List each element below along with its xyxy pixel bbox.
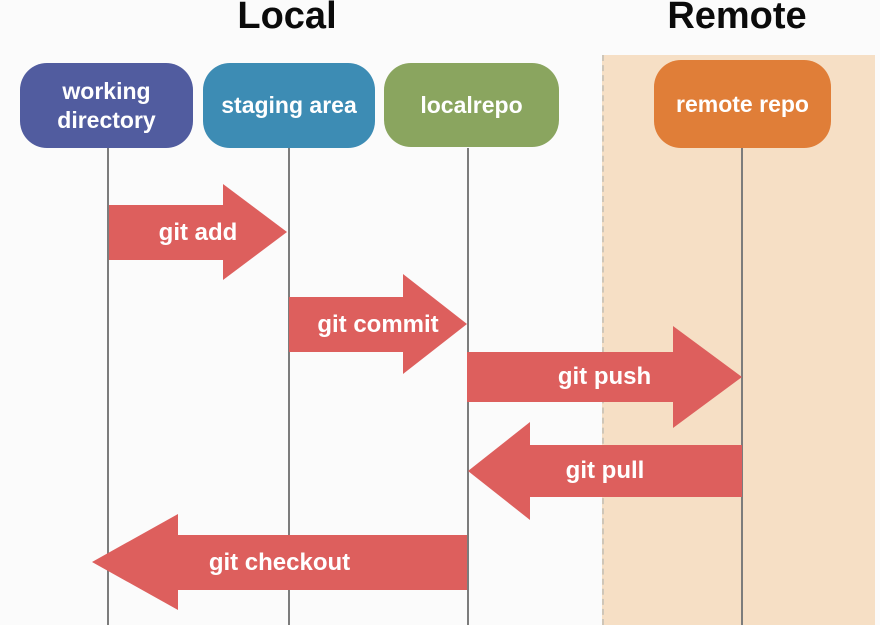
node-localrepo: localrepo xyxy=(384,63,559,147)
remote-section-title: Remote xyxy=(667,0,807,37)
arrow-git-commit-body xyxy=(289,297,403,352)
arrow-git-checkout-body xyxy=(178,535,467,590)
arrow-git-commit-label: git commit xyxy=(317,311,439,338)
arrow-git-add-body xyxy=(109,205,223,260)
arrow-git-push-body xyxy=(467,352,673,402)
arrow-git-pull-label: git pull xyxy=(565,457,645,484)
arrow-git-checkout-head-icon xyxy=(92,514,178,610)
lifeline-staging-area xyxy=(288,148,290,625)
local-section-title: Local xyxy=(237,0,337,37)
lifeline-remote-repo xyxy=(741,148,743,625)
node-working-directory: working directory xyxy=(20,63,193,148)
arrow-git-add-label: git add xyxy=(158,219,238,246)
arrow-git-commit-head-icon xyxy=(403,274,467,374)
arrow-git-push-label: git push xyxy=(557,363,652,390)
arrow-git-push-head-icon xyxy=(673,326,742,428)
node-staging-area: staging area xyxy=(203,63,375,148)
arrow-git-pull-body xyxy=(530,445,742,497)
arrow-git-pull-head-icon xyxy=(468,422,530,520)
lifeline-working-directory xyxy=(107,148,109,625)
arrow-git-add-head-icon xyxy=(223,184,287,280)
node-remote-repo: remote repo xyxy=(654,60,831,148)
arrow-git-checkout-label: git checkout xyxy=(208,549,351,576)
